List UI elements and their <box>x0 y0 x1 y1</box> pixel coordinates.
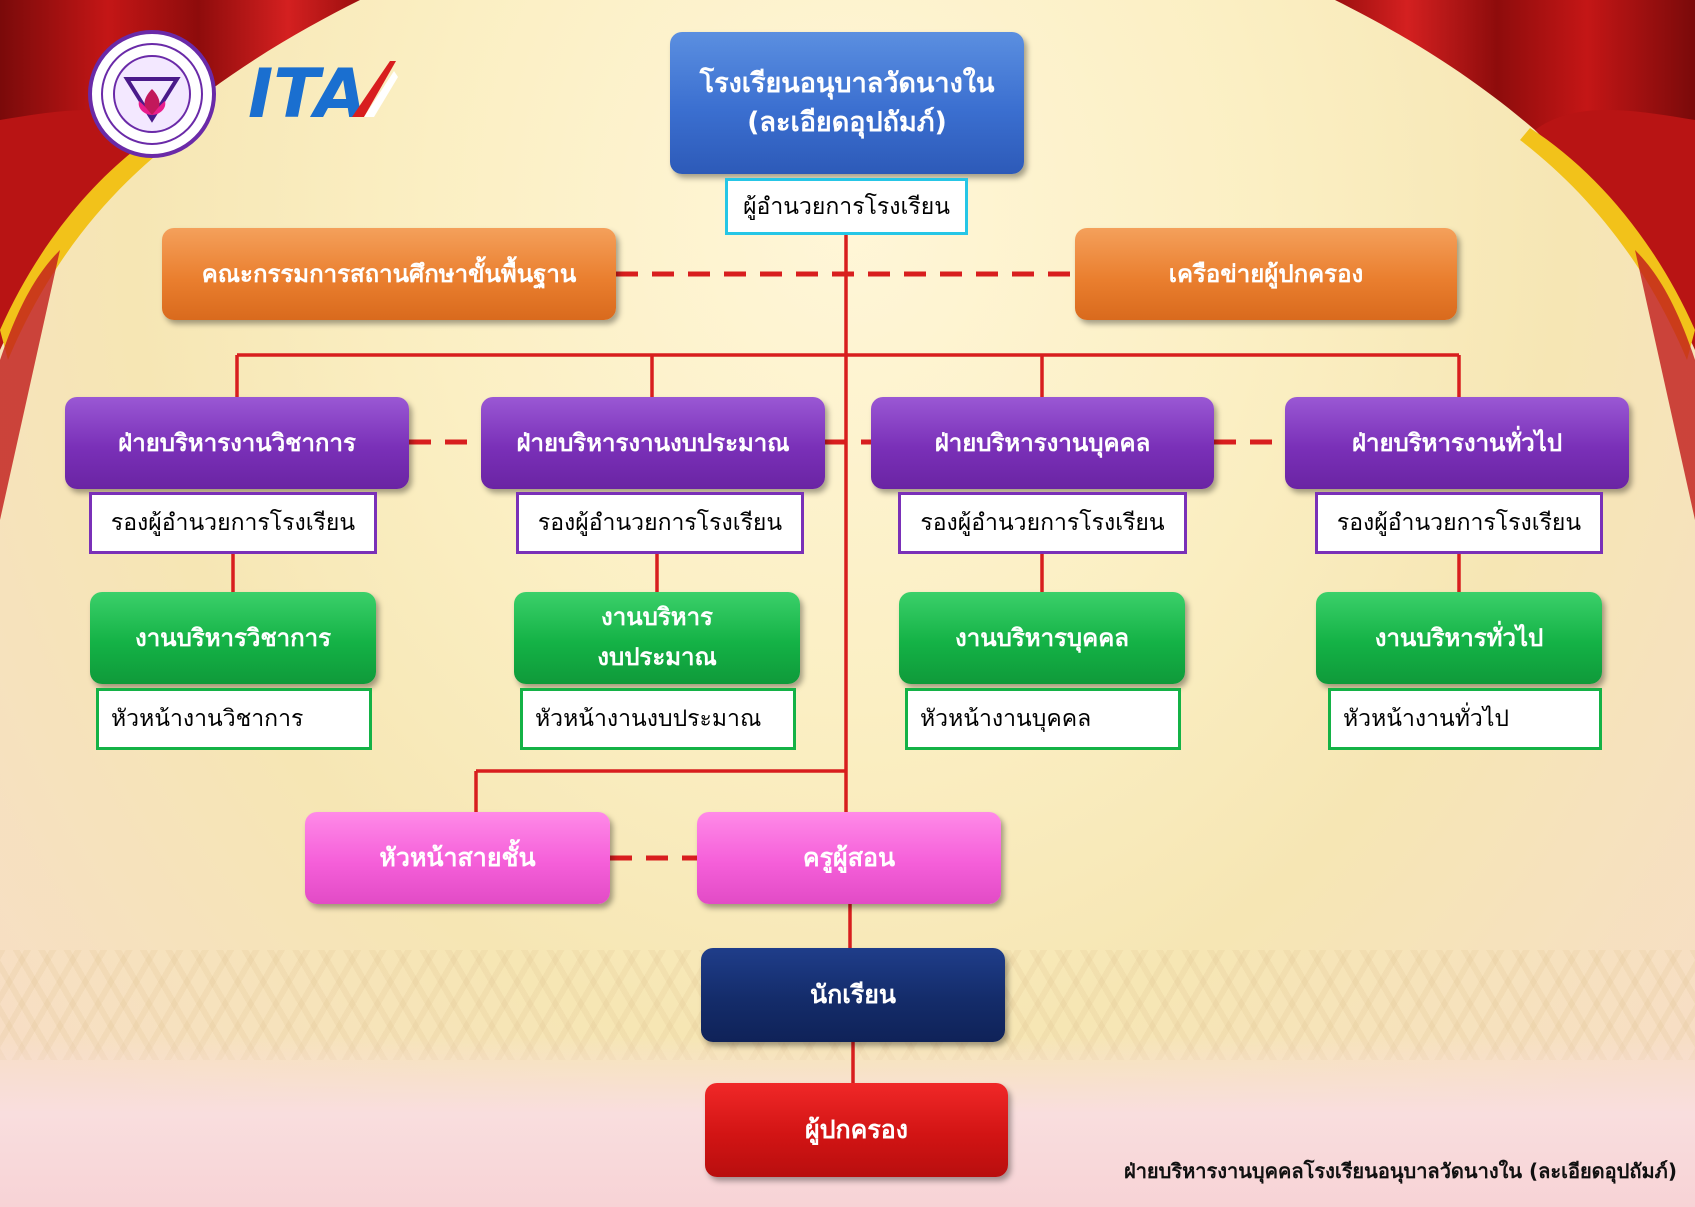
seal-emblem-icon <box>101 43 203 145</box>
general-department-box: ฝ่ายบริหารงานทั่วไป <box>1285 397 1629 489</box>
budget-work-line2: งบประมาณ <box>597 643 717 671</box>
ita-logo-text: ITA <box>248 55 367 125</box>
school-name-line2: (ละเอียดอุปถัมภ์) <box>747 107 947 138</box>
parent-network-box: เครือข่ายผู้ปกครอง <box>1075 228 1457 320</box>
personnel-department-box: ฝ่ายบริหารงานบุคคล <box>871 397 1214 489</box>
teachers-box: ครูผู้สอน <box>697 812 1001 904</box>
right-curtain <box>1335 0 1695 520</box>
general-deputy-label: รองผู้อำนวยการโรงเรียน <box>1315 492 1603 554</box>
personnel-work-box: งานบริหารบุคคล <box>899 592 1185 684</box>
parents-box: ผู้ปกครอง <box>705 1083 1008 1177</box>
academic-department-box: ฝ่ายบริหารงานวิชาการ <box>65 397 409 489</box>
academic-deputy-label: รองผู้อำนวยการโรงเรียน <box>89 492 377 554</box>
school-name-box: โรงเรียนอนุบาลวัดนางใน (ละเอียดอุปถัมภ์) <box>670 32 1024 174</box>
basic-education-board-box: คณะกรรมการสถานศึกษาขั้นพื้นฐาน <box>162 228 616 320</box>
director-label: ผู้อำนวยการโรงเรียน <box>725 178 968 235</box>
general-work-box: งานบริหารทั่วไป <box>1316 592 1602 684</box>
school-seal-logo <box>88 30 216 158</box>
students-box: นักเรียน <box>701 948 1005 1042</box>
school-name-line1: โรงเรียนอนุบาลวัดนางใน <box>699 67 995 99</box>
budget-department-box: ฝ่ายบริหารงานงบประมาณ <box>481 397 825 489</box>
academic-head-label: หัวหน้างานวิชาการ <box>96 688 372 750</box>
budget-work-box: งานบริหาร งบประมาณ <box>514 592 800 684</box>
budget-head-label: หัวหน้างานงบประมาณ <box>520 688 796 750</box>
academic-work-box: งานบริหารวิชาการ <box>90 592 376 684</box>
footer-caption: ฝ่ายบริหารงานบุคคลโรงเรียนอนุบาลวัดนางใน… <box>1123 1159 1677 1183</box>
personnel-head-label: หัวหน้างานบุคคล <box>905 688 1181 750</box>
personnel-deputy-label: รองผู้อำนวยการโรงเรียน <box>898 492 1187 554</box>
budget-work-line1: งานบริหาร <box>601 603 713 632</box>
general-head-label: หัวหน้างานทั่วไป <box>1328 688 1602 750</box>
ita-logo: ITA <box>248 55 398 134</box>
grade-level-head-box: หัวหน้าสายชั้น <box>305 812 610 904</box>
budget-deputy-label: รองผู้อำนวยการโรงเรียน <box>516 492 804 554</box>
